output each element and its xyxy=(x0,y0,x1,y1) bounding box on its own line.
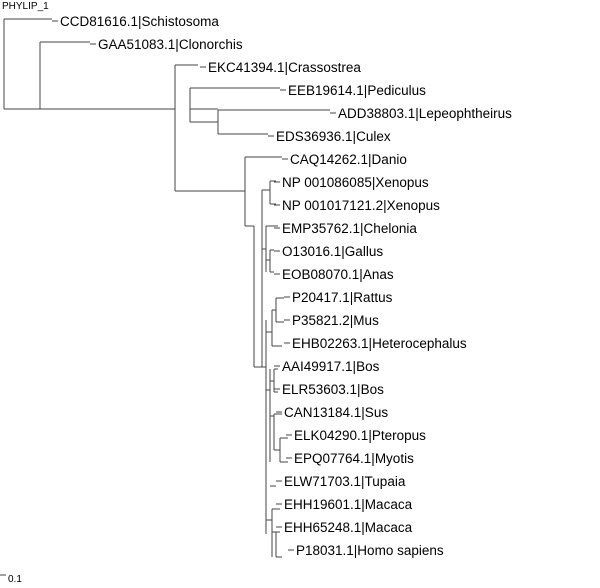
leaf-label: EPQ07764.1|Myotis xyxy=(294,451,414,466)
leaf-label: CAN13184.1|Sus xyxy=(284,405,388,420)
leaf-label: ELK04290.1|Pteropus xyxy=(294,428,426,443)
leaf-label: ELW71703.1|Tupaia xyxy=(284,474,406,489)
leaf-label: ELR53603.1|Bos xyxy=(282,382,384,397)
tree-branches xyxy=(3,18,330,558)
tree-title: PHYLIP_1 xyxy=(2,1,49,12)
leaf-label: ADD38803.1|Lepeophtheirus xyxy=(338,106,512,121)
scale-bar: 0.1 xyxy=(0,574,22,585)
leaf-label: EHH19601.1|Macaca xyxy=(284,497,413,512)
leaf-label: NP 001017121.2|Xenopus xyxy=(282,198,440,213)
leaf-label: EMP35762.1|Chelonia xyxy=(282,221,417,236)
leaf-label: GAA51083.1|Clonorchis xyxy=(98,37,243,52)
leaf-labels: CCD81616.1|SchistosomaGAA51083.1|Clonorc… xyxy=(52,14,512,558)
leaf-label: EHB02263.1|Heterocephalus xyxy=(292,336,467,351)
leaf-label: EKC41394.1|Crassostrea xyxy=(208,60,361,75)
leaf-label: EOB08070.1|Anas xyxy=(282,267,394,282)
leaf-label: P18031.1|Homo sapiens xyxy=(296,543,444,558)
leaf-label: EEB19614.1|Pediculus xyxy=(288,83,426,98)
leaf-label: EDS36936.1|Culex xyxy=(276,129,391,144)
scale-bar-label: 0.1 xyxy=(8,574,22,585)
leaf-label: CCD81616.1|Schistosoma xyxy=(60,14,219,29)
leaf-label: CAQ14262.1|Danio xyxy=(290,152,407,167)
leaf-label: P20417.1|Rattus xyxy=(292,290,393,305)
leaf-label: EHH65248.1|Macaca xyxy=(284,520,413,535)
leaf-label: O13016.1|Gallus xyxy=(282,244,383,259)
leaf-label: NP 001086085|Xenopus xyxy=(282,175,429,190)
leaf-label: AAI49917.1|Bos xyxy=(282,359,380,374)
leaf-label: P35821.2|Mus xyxy=(292,313,379,328)
